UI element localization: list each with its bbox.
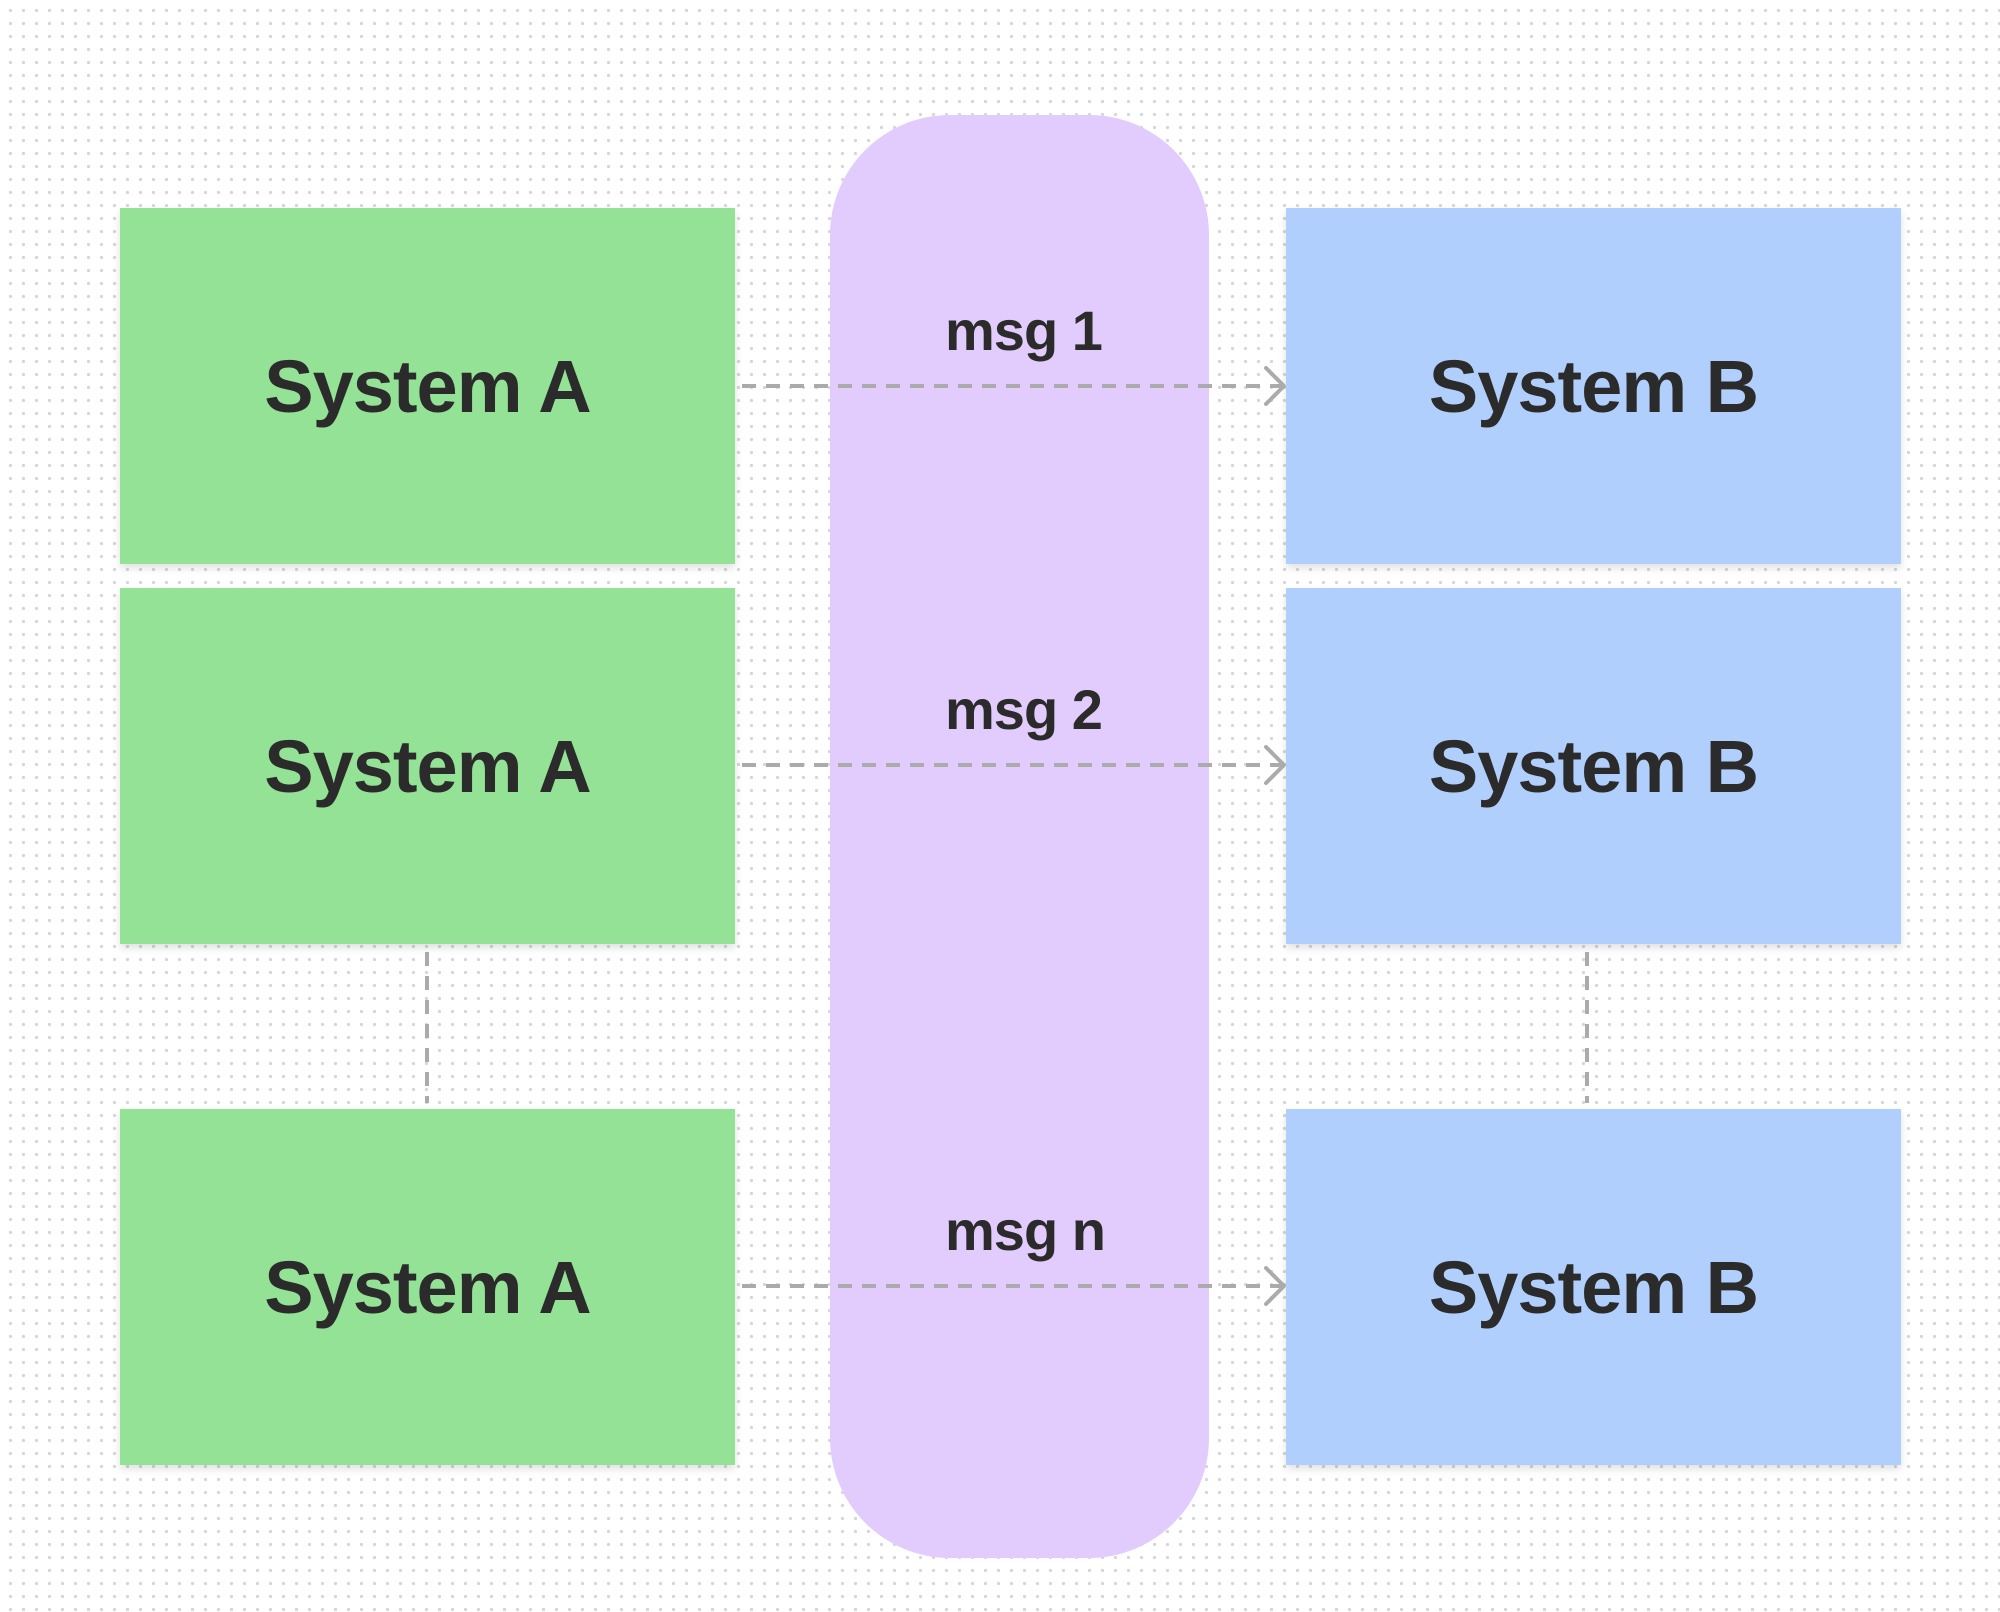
system-b-label: System B	[1428, 1245, 1759, 1329]
message-label-2: msg 2	[945, 678, 1103, 741]
system-a-label: System A	[264, 344, 592, 428]
system-a-box-2[interactable]: System A	[120, 588, 735, 944]
system-b-box-3[interactable]: System B	[1286, 1109, 1901, 1465]
system-a-box-3[interactable]: System A	[120, 1109, 735, 1465]
arrowhead-icon	[1264, 1266, 1286, 1306]
system-a-box-1[interactable]: System A	[120, 208, 735, 564]
system-a-label: System A	[264, 1245, 592, 1329]
system-b-label: System B	[1428, 344, 1759, 428]
system-b-label: System B	[1428, 724, 1759, 808]
system-a-label: System A	[264, 724, 592, 808]
system-b-box-1[interactable]: System B	[1286, 208, 1901, 564]
arrowhead-icon	[1264, 366, 1286, 406]
message-queue[interactable]	[830, 115, 1209, 1558]
message-label-1: msg 1	[945, 299, 1103, 362]
arrowhead-icon	[1264, 745, 1286, 785]
message-label-n: msg n	[945, 1199, 1106, 1262]
system-b-box-2[interactable]: System B	[1286, 588, 1901, 944]
